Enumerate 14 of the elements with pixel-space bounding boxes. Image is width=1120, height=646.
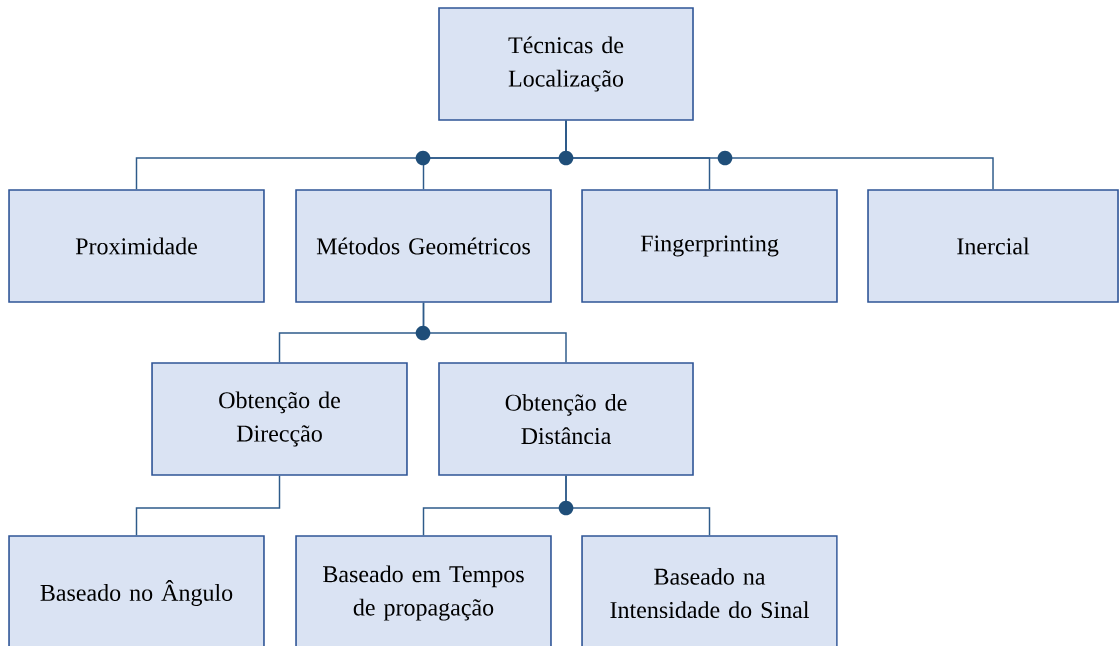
process-box: Técnicas de Localização: [438, 7, 694, 121]
connector: [422, 302, 567, 363]
connector: [135, 475, 281, 536]
process-box: Inercial: [867, 189, 1119, 303]
process-box: Obtenção de Direcção: [151, 362, 408, 476]
process-box: Baseado em Tempos de propagação: [295, 535, 552, 646]
process-box: Proximidade: [8, 189, 265, 303]
process-box: Obtenção de Distância: [438, 362, 694, 476]
process-box: Métodos Geométricos: [295, 189, 552, 303]
process-box: Baseado no Ângulo: [8, 535, 265, 646]
process-box: Baseado na Intensidade do Sinal: [581, 535, 838, 646]
connector: [565, 475, 711, 536]
process-box: Fingerprinting: [581, 189, 838, 303]
connector: [565, 120, 994, 190]
